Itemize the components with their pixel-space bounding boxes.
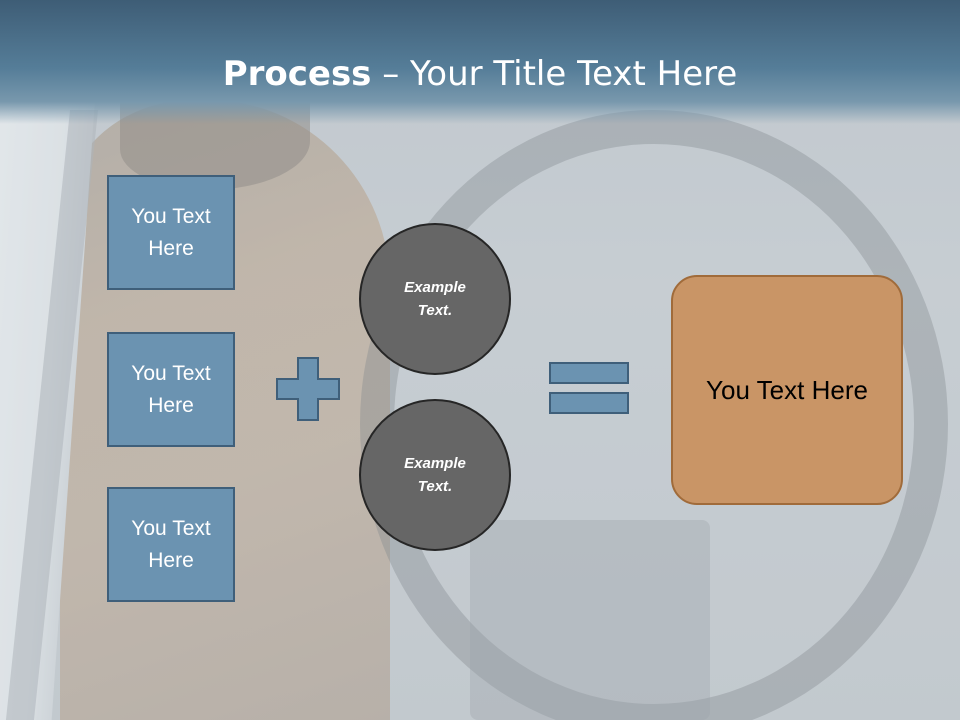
slide-title: Process – Your Title Text Here xyxy=(0,52,960,96)
example-circle-2: Example Text. xyxy=(359,399,511,551)
title-rest: – Your Title Text Here xyxy=(371,54,738,94)
input-box-label: You Text Here xyxy=(131,204,211,260)
example-circle-1: Example Text. xyxy=(359,223,511,375)
input-box-3: You Text Here xyxy=(107,487,235,602)
title-bold: Process xyxy=(222,54,372,94)
input-box-label: You Text Here xyxy=(131,516,211,572)
result-box: You Text Here xyxy=(671,275,903,505)
title-bar: Process – Your Title Text Here xyxy=(0,0,960,124)
circle-label: Example Text. xyxy=(404,455,466,495)
circle-label: Example Text. xyxy=(404,279,466,319)
input-box-2: You Text Here xyxy=(107,332,235,447)
equals-icon xyxy=(549,362,629,414)
plus-icon xyxy=(276,357,340,421)
input-box-1: You Text Here xyxy=(107,175,235,290)
result-label: You Text Here xyxy=(706,374,868,405)
input-box-label: You Text Here xyxy=(131,361,211,417)
